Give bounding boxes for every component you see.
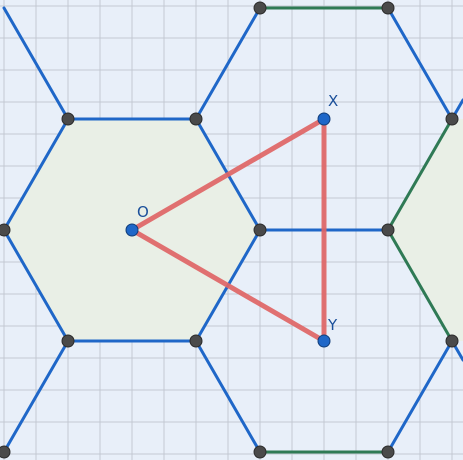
point-y-label: Y <box>327 316 338 334</box>
hex-edge-green <box>386 228 454 343</box>
hex-edge <box>386 6 454 121</box>
vertex <box>253 1 267 15</box>
vertex <box>253 223 267 237</box>
point-o-label: O <box>137 203 149 221</box>
vertex <box>189 334 203 348</box>
hexagon-fill-right <box>388 119 463 341</box>
point-x-marker <box>317 112 331 126</box>
vertex <box>0 445 11 459</box>
hex-edge-green <box>386 117 454 232</box>
green-edges <box>258 6 454 454</box>
point-x-label: X <box>328 92 338 110</box>
hex-edge <box>194 6 262 121</box>
vertex <box>253 445 267 459</box>
hex-edge <box>386 339 454 454</box>
vertex <box>445 334 459 348</box>
blue-edges <box>2 6 463 454</box>
hex-edge <box>2 117 70 232</box>
point-y-marker <box>317 334 331 348</box>
labeled-points <box>125 112 331 348</box>
vertex <box>189 112 203 126</box>
vertex <box>61 334 75 348</box>
vertex <box>445 112 459 126</box>
hex-edge <box>2 228 70 343</box>
vertex <box>61 112 75 126</box>
hex-edge <box>2 339 70 454</box>
point-o-marker <box>125 223 139 237</box>
vertex <box>381 445 395 459</box>
vertex <box>0 223 11 237</box>
triangle-side-yo <box>129 227 327 344</box>
point-labels: O X Y <box>137 92 338 334</box>
hex-edge <box>194 339 262 454</box>
hex-edge <box>2 6 70 121</box>
triangle-side-ox <box>129 116 327 233</box>
vertex <box>381 223 395 237</box>
vertex <box>381 1 395 15</box>
triangle-oxy <box>129 116 327 344</box>
